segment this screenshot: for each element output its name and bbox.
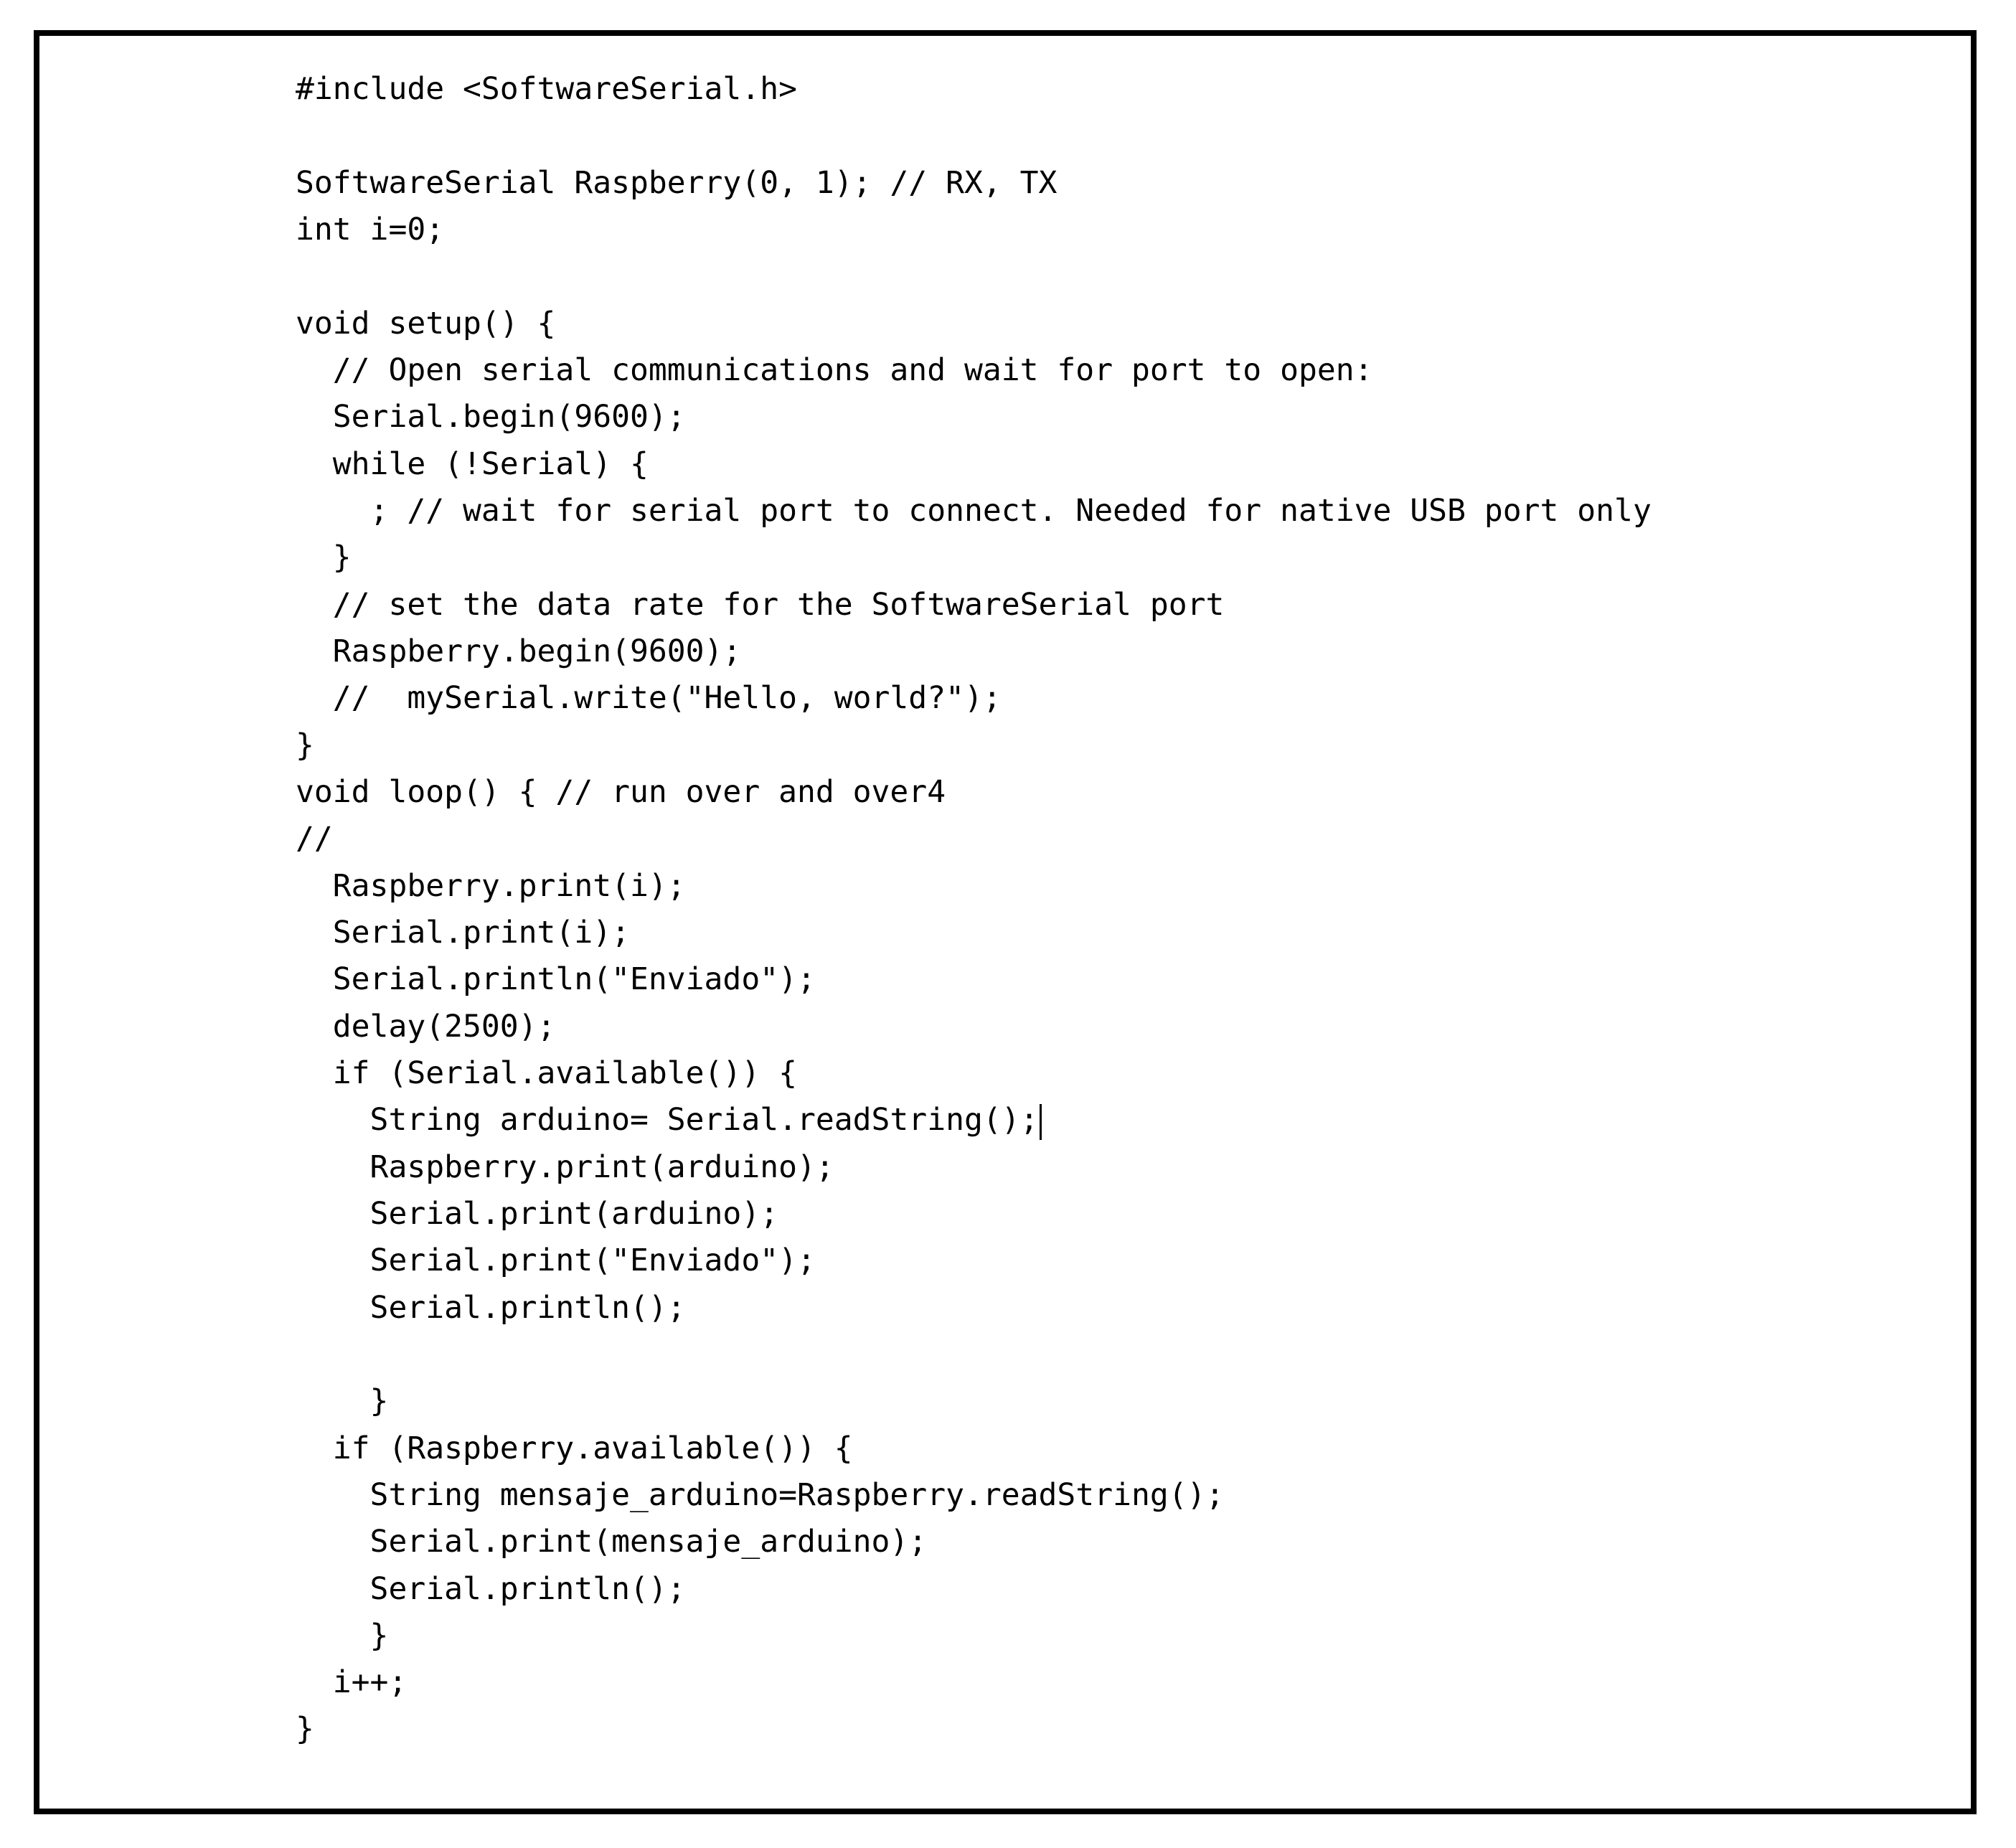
code-line-text: }	[296, 539, 352, 576]
code-line-text: String arduino= Serial.readString();	[296, 1102, 1039, 1138]
code-line: }	[296, 1378, 1874, 1425]
code-line-text: if (Raspberry.available()) {	[296, 1430, 853, 1466]
code-line: Serial.print(mensaje_arduino);	[296, 1519, 1874, 1565]
code-line-text: Raspberry.begin(9600);	[296, 633, 742, 669]
code-line-text: Serial.print(mensaje_arduino);	[296, 1524, 928, 1560]
code-line: Serial.println("Enviado");	[296, 956, 1874, 1003]
code-line-text: i++;	[296, 1664, 408, 1701]
code-line: if (Serial.available()) {	[296, 1050, 1874, 1097]
code-line-text: #include <SoftwareSerial.h>	[296, 71, 797, 107]
code-line: Serial.begin(9600);	[296, 394, 1874, 440]
code-line: Raspberry.print(arduino);	[296, 1144, 1874, 1191]
code-line-text: Serial.print("Enviado");	[296, 1243, 816, 1279]
code-line-text: Raspberry.print(arduino);	[296, 1149, 834, 1185]
code-line-text: }	[296, 1711, 314, 1748]
code-line: }	[296, 722, 1874, 769]
code-line-text: Serial.println();	[296, 1289, 686, 1326]
code-line	[296, 253, 1874, 300]
code-line: void setup() {	[296, 301, 1874, 347]
code-line-text: SoftwareSerial Raspberry(0, 1); // RX, T…	[296, 164, 1058, 201]
code-line-text: void loop() { // run over and over4	[296, 773, 946, 810]
code-line-text: String mensaje_arduino=Raspberry.readStr…	[296, 1476, 1225, 1513]
code-line-text: Raspberry.print(i);	[296, 867, 686, 904]
code-line: }	[296, 534, 1874, 581]
code-line-text: Serial.println();	[296, 1570, 686, 1607]
code-line-text: // Open serial communications and wait f…	[296, 352, 1373, 388]
code-line: Raspberry.begin(9600);	[296, 628, 1874, 675]
code-line-text: // mySerial.write("Hello, world?");	[296, 680, 1002, 717]
code-frame	[34, 30, 1977, 1814]
code-line: ; // wait for serial port to connect. Ne…	[296, 488, 1874, 534]
code-line: while (!Serial) {	[296, 441, 1874, 488]
code-line-text: //	[296, 821, 333, 857]
code-line: // mySerial.write("Hello, world?");	[296, 675, 1874, 722]
code-line-text: Serial.print(arduino);	[296, 1195, 779, 1232]
code-line-text: }	[296, 1617, 389, 1654]
code-line: String mensaje_arduino=Raspberry.readStr…	[296, 1472, 1874, 1519]
code-line: }	[296, 1613, 1874, 1659]
code-line: Serial.println();	[296, 1566, 1874, 1613]
code-line: void loop() { // run over and over4	[296, 769, 1874, 816]
text-cursor-icon	[1039, 1103, 1042, 1140]
code-line-text: Serial.print(i);	[296, 914, 630, 951]
code-line-text: int i=0;	[296, 211, 445, 248]
code-line: int i=0;	[296, 207, 1874, 253]
code-line: //	[296, 816, 1874, 862]
code-line: String arduino= Serial.readString();	[296, 1097, 1874, 1144]
code-line: // set the data rate for the SoftwareSer…	[296, 582, 1874, 628]
code-line: Serial.print(i);	[296, 910, 1874, 956]
code-line: Raspberry.print(i);	[296, 863, 1874, 910]
code-line: Serial.println();	[296, 1285, 1874, 1331]
code-line	[296, 1331, 1874, 1378]
code-line	[296, 113, 1874, 159]
code-line: }	[296, 1706, 1874, 1753]
code-line-text: void setup() {	[296, 305, 556, 341]
code-line-text: // set the data rate for the SoftwareSer…	[296, 586, 1225, 623]
code-line: if (Raspberry.available()) {	[296, 1425, 1874, 1472]
code-line-text: while (!Serial) {	[296, 446, 649, 482]
code-line: Serial.print(arduino);	[296, 1191, 1874, 1238]
code-line-text: ; // wait for serial port to connect. Ne…	[296, 492, 1652, 529]
code-line-text: delay(2500);	[296, 1008, 556, 1045]
code-line: SoftwareSerial Raspberry(0, 1); // RX, T…	[296, 160, 1874, 207]
code-listing: #include <SoftwareSerial.h> SoftwareSeri…	[296, 66, 1874, 1773]
code-line-text: Serial.begin(9600);	[296, 399, 686, 435]
code-line-text: }	[296, 1383, 389, 1420]
code-line: i++;	[296, 1659, 1874, 1706]
code-line-text: if (Serial.available()) {	[296, 1055, 797, 1091]
code-line: #include <SoftwareSerial.h>	[296, 66, 1874, 113]
code-line: Serial.print("Enviado");	[296, 1238, 1874, 1284]
code-line: delay(2500);	[296, 1004, 1874, 1050]
code-line-text: }	[296, 727, 314, 763]
code-line-text: Serial.println("Enviado");	[296, 961, 816, 998]
code-line: // Open serial communications and wait f…	[296, 347, 1874, 394]
